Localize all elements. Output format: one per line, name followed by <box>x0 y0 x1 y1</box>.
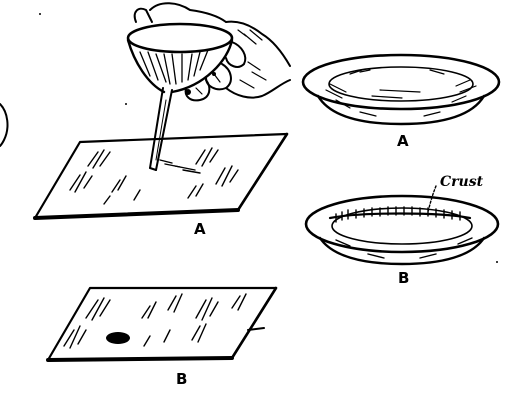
evaporating-dish-b-icon <box>306 196 498 264</box>
edge-fragment-icon <box>0 104 7 146</box>
residue-spot <box>106 332 130 344</box>
plate-b-label: B <box>176 372 187 387</box>
crust-label: Crust <box>440 175 483 189</box>
funnel-icon <box>128 24 232 92</box>
plate-a-label: A <box>194 222 206 237</box>
dish-a-label: A <box>397 134 409 149</box>
glass-plate-b-icon <box>48 288 276 360</box>
evaporating-dish-a-icon <box>303 55 499 124</box>
dish-b-label: B <box>398 271 409 286</box>
funnel-stem-icon <box>150 88 172 170</box>
crust-pointer-icon <box>428 186 436 212</box>
